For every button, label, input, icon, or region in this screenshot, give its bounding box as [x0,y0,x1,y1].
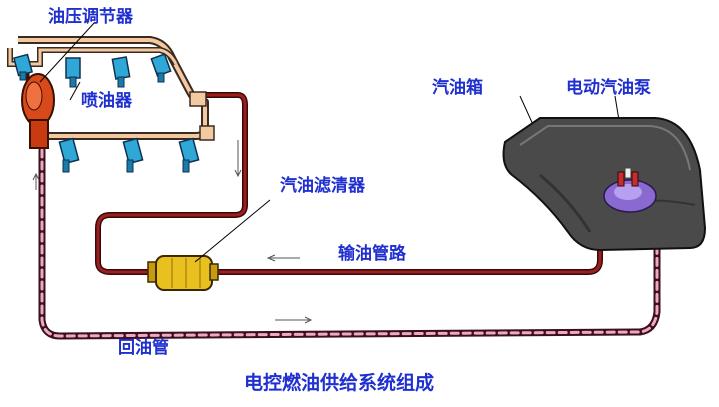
injector-upper-3 [111,56,131,88]
fuel-filter [147,255,219,291]
label-return-line: 回油管 [118,338,169,358]
injector-lower-1 [58,137,80,173]
injector-upper-4 [150,53,172,83]
supply-line [95,92,623,275]
label-fuel-filter: 汽油滤清器 [280,176,365,196]
label-injector: 喷油器 [81,91,132,111]
injector-upper-2 [65,57,81,88]
flow-arrows [32,140,313,324]
label-fuel-tank: 汽油箱 [432,78,483,98]
label-pressure-regulator: 油压调节器 [48,7,133,27]
injector-lower-2 [122,137,144,173]
injector-upper-1 [12,53,34,81]
electric-fuel-pump [603,167,657,213]
fuel-rail [7,36,215,141]
return-line [38,146,661,340]
injector-lower-3 [178,137,200,173]
fuel-tank [502,117,707,252]
label-supply-line: 输油管路 [338,244,406,264]
label-electric-pump: 电动汽油泵 [566,78,651,98]
diagram-caption: 电控燃油供给系统组成 [244,372,435,394]
